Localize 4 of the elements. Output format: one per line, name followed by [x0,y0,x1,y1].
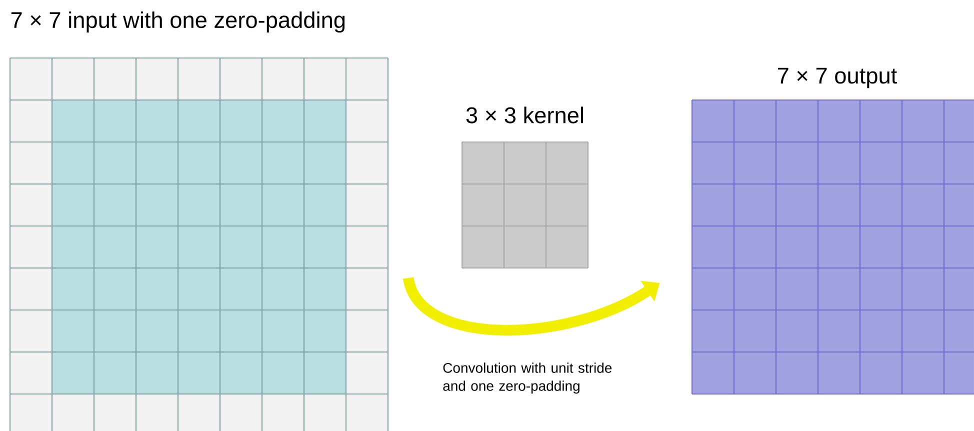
grid-heading: 3 × 3 kernel [466,106,583,124]
grid-heading: 7 × 7 input with one zero-padding [11,11,345,33]
edge-label: Convolution with unit stride and one zero-padding [443,362,612,394]
grid-heading: 7 × 7 output [778,68,897,88]
